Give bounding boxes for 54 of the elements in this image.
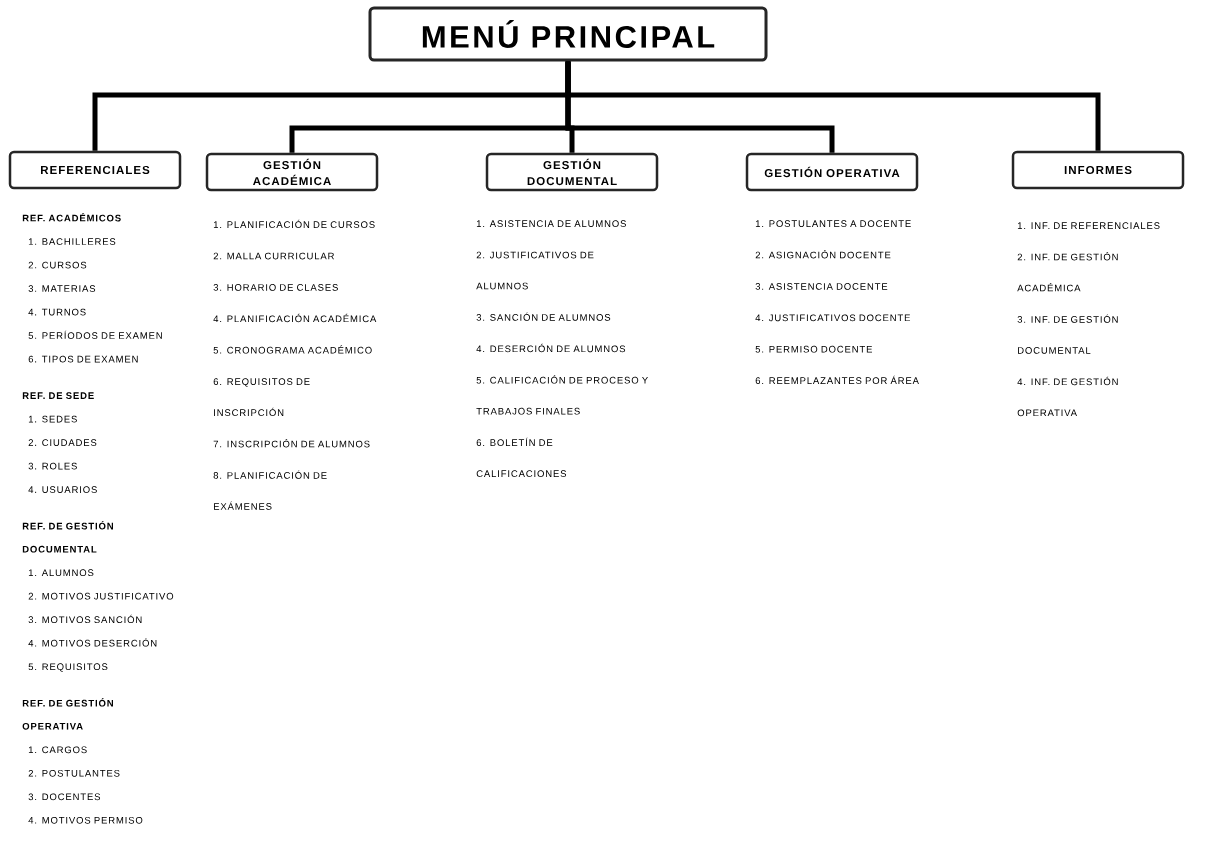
list-item: 1. ALUMNOS bbox=[28, 569, 94, 577]
list-item: 5. CALIFICACIÓN DE PROCESO Y TRABAJOS FINALES bbox=[476, 375, 648, 415]
list-item: 4. DESERCIÓN DE ALUMNOS bbox=[476, 343, 626, 353]
list-item: 6. REQUISITOS DE INSCRIPCIÓN bbox=[213, 378, 310, 416]
list-item: 5. PERMISO DOCENTE bbox=[755, 345, 872, 353]
section-heading: REF. DE GESTIÓN OPERATIVA bbox=[22, 698, 113, 730]
list-item: 8. PLANIFICACIÓN DE EXÁMENES bbox=[213, 470, 327, 510]
section-heading: REF. DE SEDE bbox=[22, 392, 94, 399]
section-heading: REF. ACADÉMICOS bbox=[22, 212, 121, 222]
category-box: GESTIÓN OPERATIVA bbox=[745, 152, 919, 192]
list-item: 7. INSCRIPCIÓN DE ALUMNOS bbox=[213, 439, 370, 448]
list-item: 3. HORARIO DE CLASES bbox=[213, 284, 338, 291]
list-item: 1. BACHILLERES bbox=[28, 238, 116, 245]
list-item: 2. MOTIVOS JUSTIFICATIVO bbox=[28, 592, 174, 600]
list-item: 2. JUSTIFICATIVOS DE ALUMNOS bbox=[476, 251, 594, 290]
list-item: 2. CIUDADES bbox=[28, 439, 97, 446]
list-item: 2. CURSOS bbox=[28, 261, 87, 269]
list-item: 3. MOTIVOS SANCIÓN bbox=[28, 614, 142, 624]
category-box: GESTIÓN ACADÉMICA bbox=[205, 152, 379, 192]
list-item: 3. ROLES bbox=[28, 462, 77, 470]
list-item: 4. TURNOS bbox=[28, 308, 86, 316]
list-item: 2. POSTULANTES bbox=[28, 769, 120, 777]
list-item: 6. REEMPLAZANTES POR ÁREA bbox=[755, 375, 919, 384]
list-item: 4. MOTIVOS DESERCIÓN bbox=[28, 638, 157, 647]
list-item: 1. POSTULANTES A DOCENTE bbox=[755, 220, 911, 227]
connector-line bbox=[565, 61, 1101, 151]
list-item: 2. INF. DE GESTIÓN ACADÉMICA bbox=[1017, 252, 1118, 292]
list-item: 1. CARGOS bbox=[28, 746, 87, 754]
list-item: 3. ASISTENCIA DOCENTE bbox=[755, 283, 888, 290]
list-item: 6. TIPOS DE EXAMEN bbox=[28, 355, 138, 363]
list-item: 3. INF. DE GESTIÓN DOCUMENTAL bbox=[1017, 314, 1118, 354]
list-item: 1. PLANIFICACIÓN DE CURSOS bbox=[213, 219, 375, 228]
list-item: 5. REQUISITOS bbox=[28, 663, 108, 672]
list-item: 4. PLANIFICACIÓN ACADÉMICA bbox=[213, 313, 377, 323]
list-item: 3. MATERIAS bbox=[28, 285, 96, 292]
list-item: 1. INF. DE REFERENCIALES bbox=[1017, 222, 1160, 229]
list-item: 4. INF. DE GESTIÓN OPERATIVA bbox=[1017, 376, 1118, 417]
list-item: 5. CRONOGRAMA ACADÉMICO bbox=[213, 345, 372, 354]
list-item: 4. USUARIOS bbox=[28, 486, 97, 493]
title-box: MENÚ PRINCIPAL bbox=[368, 6, 768, 62]
section-heading: REF. DE GESTIÓN DOCUMENTAL bbox=[22, 520, 113, 553]
category-box: INFORMES bbox=[1011, 150, 1185, 190]
list-item: 2. ASIGNACIÓN DOCENTE bbox=[755, 250, 891, 259]
list-item: 3. DOCENTES bbox=[28, 793, 101, 801]
list-item: 4. JUSTIFICATIVOS DOCENTE bbox=[755, 314, 910, 322]
category-box: REFERENCIALES bbox=[8, 150, 182, 190]
category-box: GESTIÓN DOCUMENTAL bbox=[485, 152, 659, 192]
list-item: 2. MALLA CURRICULAR bbox=[213, 252, 334, 260]
list-item: 1. ASISTENCIA DE ALUMNOS bbox=[476, 220, 626, 227]
list-item: 1. SEDES bbox=[28, 415, 77, 423]
list-item: 4. MOTIVOS PERMISO bbox=[28, 816, 143, 824]
list-item: 5. PERÍODOS DE EXAMEN bbox=[28, 330, 162, 339]
list-item: 6. BOLETÍN DE CALIFICACIONES bbox=[476, 437, 567, 477]
list-item: 3. SANCIÓN DE ALUMNOS bbox=[476, 312, 611, 321]
